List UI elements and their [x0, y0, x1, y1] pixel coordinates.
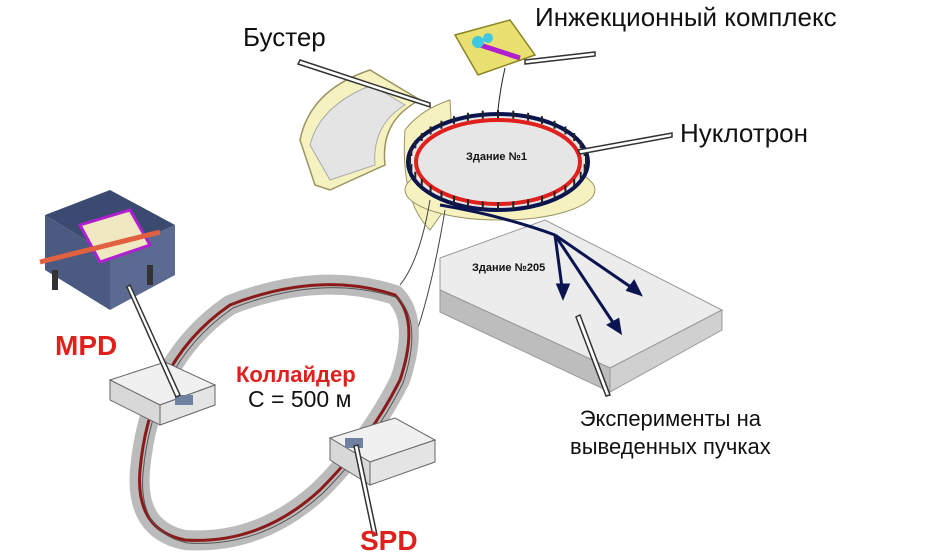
- cable: [399, 199, 431, 286]
- label-spd: SPD: [360, 525, 418, 556]
- injection-complex: [453, 19, 537, 111]
- building-205: [439, 219, 724, 393]
- label-mpd: MPD: [55, 330, 118, 361]
- extracted-beams: [439, 203, 643, 336]
- mpd-hall: [108, 361, 217, 426]
- label-nuclotron: Нуклотрон: [680, 118, 808, 148]
- label-building-205: Здание №205: [472, 262, 546, 274]
- label-injection-complex: Инжекционный комплекс: [535, 2, 837, 32]
- pointers: [126, 51, 673, 537]
- nuclotron-ring: [404, 110, 596, 221]
- label-circumference: C = 500 м: [248, 386, 352, 412]
- label-booster: Бустер: [243, 22, 326, 52]
- label-building-1: Здание №1: [466, 151, 527, 163]
- label-experiments-line2: выведенных пучках: [570, 434, 771, 459]
- label-experiments: Эксперименты на выведенных пучках: [570, 405, 771, 461]
- label-experiments-line1: Эксперименты на: [579, 406, 761, 431]
- collider-ring: [129, 274, 419, 551]
- mpd-detector: [39, 190, 175, 310]
- label-collider: Коллайдер: [236, 362, 356, 387]
